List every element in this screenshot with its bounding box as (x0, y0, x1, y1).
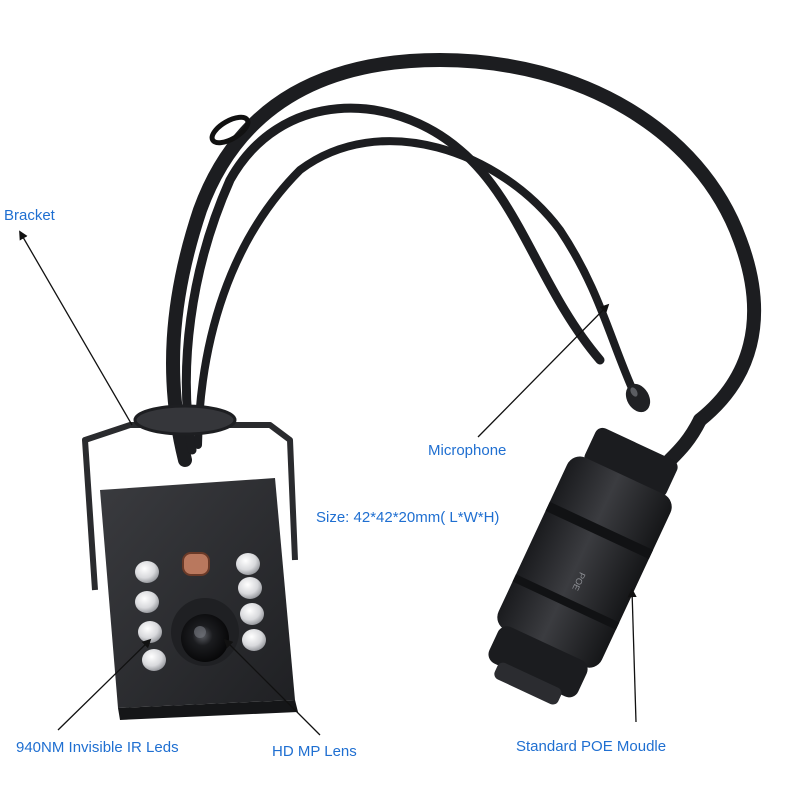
poe-module-label: Standard POE Moudle (516, 738, 667, 755)
lens-label: HD MP Lens (272, 743, 357, 760)
cable-bundle (166, 52, 762, 467)
cable-tie (209, 114, 251, 146)
microphone-label: Microphone (428, 442, 507, 459)
poe-module: POE (488, 427, 678, 705)
ir-led-array (135, 553, 266, 671)
poe-arrow (627, 588, 637, 723)
bracket-label: Bracket (4, 207, 55, 224)
microphone-highlight (630, 387, 638, 397)
photo-sensor (182, 552, 210, 576)
callout-arrows (19, 230, 637, 736)
microphone (625, 383, 651, 413)
size-label: Size: 42*42*20mm( L*W*H) (316, 509, 500, 526)
main-cable (166, 52, 762, 467)
ir-leds-arrow (57, 638, 152, 731)
secondary-cable (181, 103, 605, 455)
microphone-cable (194, 137, 639, 449)
lens-arrow (223, 638, 321, 736)
ir-leds-label: 940NM Invisible IR Leds (16, 739, 179, 756)
microphone-arrow (477, 303, 610, 438)
camera-bracket (82, 404, 298, 591)
bracket-arrow (19, 230, 133, 426)
camera-lens (171, 598, 239, 666)
poe-cable (663, 413, 707, 467)
